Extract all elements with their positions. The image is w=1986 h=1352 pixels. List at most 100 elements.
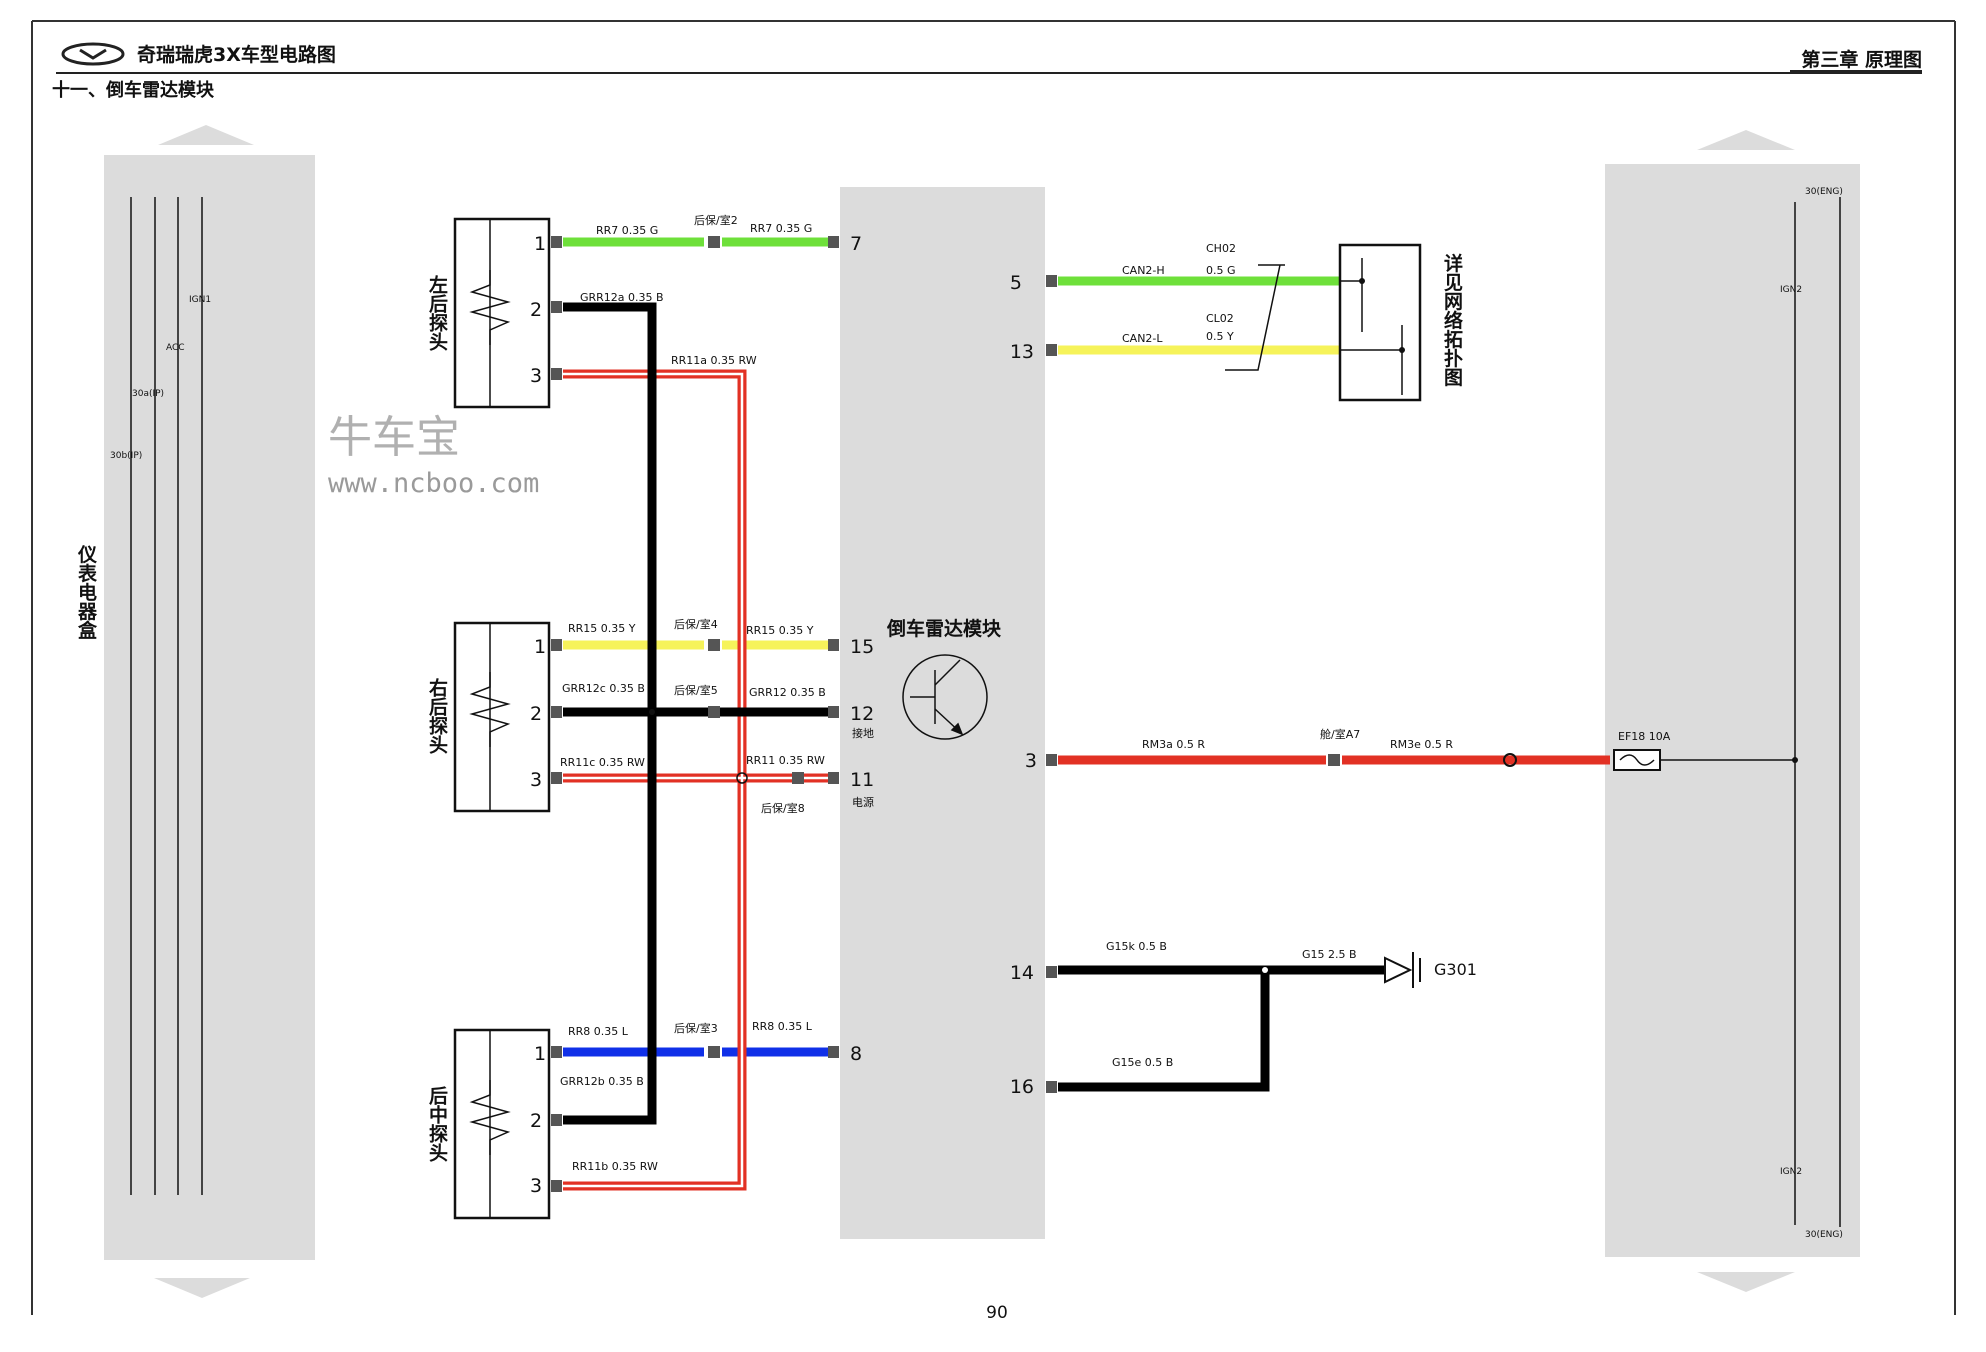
svg-text:后保/室3: 后保/室3 bbox=[674, 1021, 718, 1035]
svg-text:7: 7 bbox=[850, 233, 862, 255]
svg-text:3: 3 bbox=[1025, 750, 1037, 772]
sensor-right-rear bbox=[453, 621, 551, 813]
svg-text:后保/室8: 后保/室8 bbox=[761, 801, 805, 815]
ground-label: G301 bbox=[1434, 960, 1477, 979]
wire-g15 bbox=[1058, 965, 1385, 1092]
svg-text:3: 3 bbox=[530, 769, 542, 791]
network-note: 详见网络拓扑图 bbox=[1441, 252, 1463, 387]
wire-grr12-black bbox=[563, 302, 830, 1125]
svg-text:12: 12 bbox=[850, 703, 874, 725]
arrow-down-right bbox=[1697, 1272, 1795, 1292]
svg-text:RM3a 0.5 R: RM3a 0.5 R bbox=[1142, 738, 1205, 751]
svg-text:RR11a 0.35 RW: RR11a 0.35 RW bbox=[671, 354, 757, 367]
svg-text:8: 8 bbox=[850, 1043, 862, 1065]
svg-text:2: 2 bbox=[530, 1110, 542, 1132]
svg-text:14: 14 bbox=[1010, 962, 1034, 984]
fuse-box-right-panel bbox=[1605, 164, 1860, 1257]
svg-text:3: 3 bbox=[530, 1175, 542, 1197]
svg-text:EF18 10A: EF18 10A bbox=[1618, 730, 1671, 743]
wire-rr11-red bbox=[563, 369, 830, 1191]
watermark-logo-text: 牛车宝 bbox=[328, 412, 460, 463]
svg-text:CL02: CL02 bbox=[1206, 312, 1234, 325]
chery-logo bbox=[61, 42, 125, 66]
right-rail-ign2-top: IGN2 bbox=[1780, 285, 1802, 295]
svg-text:5: 5 bbox=[1010, 272, 1022, 294]
svg-text:G15 2.5 B: G15 2.5 B bbox=[1302, 948, 1357, 961]
module-panel bbox=[840, 187, 1045, 1239]
sensor-left-rear bbox=[453, 217, 551, 409]
doc-title: 奇瑞瑞虎3X车型电路图 bbox=[137, 43, 336, 66]
svg-text:GRR12c 0.35 B: GRR12c 0.35 B bbox=[562, 682, 645, 695]
arrow-down-left bbox=[154, 1278, 250, 1298]
watermark-url: www.ncboo.com bbox=[328, 468, 539, 499]
svg-text:RR8 0.35 L: RR8 0.35 L bbox=[752, 1020, 813, 1033]
left-box-label: 仪表电器盒 bbox=[75, 544, 98, 639]
fuse-ef18 bbox=[1613, 749, 1661, 771]
svg-text:舱/室A7: 舱/室A7 bbox=[1320, 727, 1360, 741]
junction-dots bbox=[649, 709, 748, 784]
sensor-pin-numbers: 1 2 3 1 2 3 1 2 3 bbox=[530, 233, 546, 1197]
module-pins-left: 7 15 12 11 8 bbox=[850, 233, 874, 1065]
sensor-left-rear-label: 左后探头 bbox=[426, 274, 448, 352]
svg-text:16: 16 bbox=[1010, 1076, 1034, 1098]
svg-text:CH02: CH02 bbox=[1206, 242, 1236, 255]
svg-text:GRR12 0.35 B: GRR12 0.35 B bbox=[749, 686, 826, 699]
svg-text:0.5 Y: 0.5 Y bbox=[1206, 330, 1234, 343]
svg-text:RR15 0.35 Y: RR15 0.35 Y bbox=[746, 624, 814, 637]
rail-label-ign1: IGN1 bbox=[189, 295, 211, 305]
svg-text:RR7 0.35 G: RR7 0.35 G bbox=[750, 222, 812, 235]
rail-label-30a: 30a(IP) bbox=[132, 389, 164, 399]
fuse-box-left-panel bbox=[104, 155, 315, 1260]
wire-labels-can: CAN2-H CH02 0.5 G CAN2-L CL02 0.5 Y bbox=[1122, 242, 1236, 345]
section-title: 十一、倒车雷达模块 bbox=[52, 79, 215, 101]
connector-stubs bbox=[551, 236, 1340, 1192]
svg-text:GRR12a 0.35 B: GRR12a 0.35 B bbox=[580, 291, 664, 304]
svg-text:RR15 0.35 Y: RR15 0.35 Y bbox=[568, 622, 636, 635]
svg-text:后保/室4: 后保/室4 bbox=[674, 617, 718, 631]
svg-text:2: 2 bbox=[530, 703, 542, 725]
sensor-rear-middle-label: 后中探头 bbox=[426, 1086, 448, 1163]
arrow-up-right bbox=[1697, 130, 1795, 150]
wire-labels-power: RM3a 0.5 R 舱/室A7 RM3e 0.5 R EF18 10A bbox=[1142, 727, 1671, 751]
rail-label-acc: ACC bbox=[166, 343, 185, 353]
svg-text:1: 1 bbox=[534, 1043, 546, 1065]
svg-text:G15k 0.5 B: G15k 0.5 B bbox=[1106, 940, 1167, 953]
transistor-icon bbox=[902, 654, 988, 740]
right-rail-ign2-bottom: IGN2 bbox=[1780, 1167, 1802, 1177]
svg-text:2: 2 bbox=[530, 299, 542, 321]
wire-splice-marker bbox=[1503, 753, 1517, 767]
right-rail-30eng-top: 30(ENG) bbox=[1805, 187, 1843, 197]
sensor-right-rear-label: 右后探头 bbox=[426, 677, 449, 755]
svg-text:1: 1 bbox=[534, 636, 546, 658]
module-power-note: 电源 bbox=[852, 795, 874, 809]
module-pins-right: 5 13 3 14 16 bbox=[1010, 272, 1037, 1098]
svg-text:RR7 0.35 G: RR7 0.35 G bbox=[596, 224, 658, 237]
svg-text:11: 11 bbox=[850, 769, 874, 791]
left-rails bbox=[130, 197, 203, 1195]
right-rails bbox=[1660, 197, 1841, 1227]
ground-junction bbox=[1262, 967, 1268, 973]
svg-text:后保/室2: 后保/室2 bbox=[694, 213, 738, 227]
svg-text:0.5 G: 0.5 G bbox=[1206, 264, 1236, 277]
ground-symbol bbox=[1384, 952, 1421, 988]
right-rail-junction bbox=[1792, 757, 1798, 763]
svg-text:RR8 0.35 L: RR8 0.35 L bbox=[568, 1025, 629, 1038]
svg-text:CAN2-L: CAN2-L bbox=[1122, 332, 1163, 345]
chapter-title: 第三章 原理图 bbox=[1801, 48, 1922, 71]
svg-text:15: 15 bbox=[850, 636, 874, 658]
svg-text:RR11c 0.35 RW: RR11c 0.35 RW bbox=[560, 756, 645, 769]
svg-text:3: 3 bbox=[530, 365, 542, 387]
arrow-up-left bbox=[158, 125, 254, 145]
wire-labels-left: RR7 0.35 G 后保/室2 RR7 0.35 G GRR12a 0.35 … bbox=[560, 213, 826, 1173]
wire-labels-ground: G15k 0.5 B G15 2.5 B G15e 0.5 B bbox=[1106, 940, 1357, 1069]
can-twist-marker bbox=[1225, 264, 1285, 371]
page-number: 90 bbox=[986, 1303, 1008, 1323]
network-box bbox=[1338, 243, 1422, 402]
module-title: 倒车雷达模块 bbox=[886, 617, 1002, 640]
sensor-rear-middle bbox=[453, 1028, 551, 1220]
svg-text:GRR12b 0.35 B: GRR12b 0.35 B bbox=[560, 1075, 644, 1088]
module-ground-note: 接地 bbox=[852, 727, 874, 740]
svg-text:后保/室5: 后保/室5 bbox=[674, 683, 718, 697]
svg-text:RR11 0.35 RW: RR11 0.35 RW bbox=[746, 754, 825, 767]
